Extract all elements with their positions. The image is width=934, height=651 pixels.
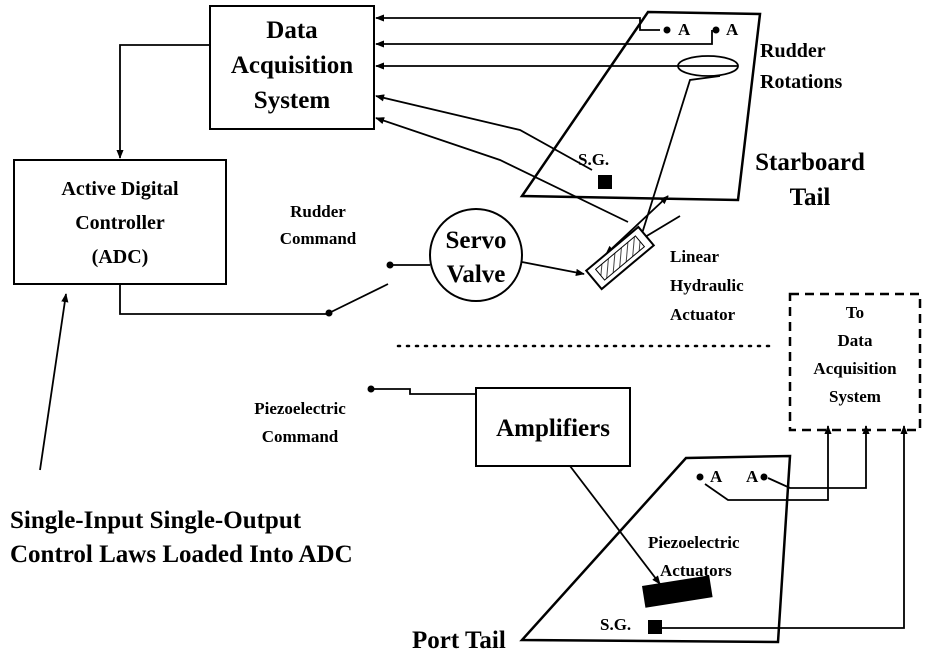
starboard-tail-label-1: Starboard (755, 149, 865, 176)
to-daq-label-1: To (846, 303, 864, 322)
linear-actuator-label-3: Actuator (670, 305, 736, 324)
linear-actuator-label-2: Hydraulic (670, 276, 744, 295)
adc-label-line2: Controller (75, 212, 165, 234)
servo-label-1: Servo (445, 227, 506, 254)
port-tail-shape (519, 454, 792, 644)
to-daq-label-3: Acquisition (813, 359, 897, 378)
daq-label-line2: Acquisition (231, 52, 353, 79)
svg-text:A: A (726, 20, 739, 39)
strain-gage-wire (375, 94, 593, 171)
piezo-command-label-1: Piezoelectric (254, 399, 346, 418)
port-tail-label: Port Tail (412, 627, 506, 651)
adc-label-line3: (ADC) (92, 246, 149, 268)
starboard-strain-gage: S.G. (578, 150, 612, 189)
amplifiers-to-piezo-arrow (569, 465, 661, 585)
piezo-actuators-label-1: Piezoelectric (648, 533, 740, 552)
linear-actuator-label-1: Linear (670, 247, 720, 266)
control-laws-label-1: Single-Input Single-Output (10, 507, 302, 534)
servo-valve-block: Servo Valve (429, 208, 523, 302)
adc-output-wire (119, 284, 328, 315)
control-laws-label-2: Control Laws Loaded Into ADC (10, 541, 353, 568)
svg-text:S.G.: S.G. (578, 150, 609, 169)
to-daq-label-2: Data (838, 331, 873, 350)
svg-text:A: A (678, 20, 691, 39)
starboard-tail-label-2: Tail (790, 184, 831, 211)
rudder-rotations-label-2: Rotations (760, 71, 842, 93)
svg-text:A: A (710, 467, 723, 486)
starboard-accel-2: A (712, 20, 739, 39)
port-accel-2: A (746, 467, 768, 486)
accel-2-wire (375, 30, 713, 48)
servo-to-actuator-arrow (521, 261, 585, 276)
rudder-command-label-1: Rudder (290, 202, 346, 221)
actuator-wire (375, 117, 629, 223)
piezo-actuators-label-2: Actuators (660, 561, 732, 580)
piezoelectric-actuator-patch (642, 575, 713, 608)
daq-to-adc-arrow (116, 44, 210, 159)
port-strain-gage: S.G. (600, 615, 662, 634)
daq-label-line3: System (254, 87, 331, 114)
control-laws-arrow (39, 293, 69, 471)
to-daq-label-4: System (829, 387, 881, 406)
svg-text:S.G.: S.G. (600, 615, 631, 634)
port-strain-gage-wire (662, 425, 908, 629)
rudder-command-switch (328, 283, 389, 314)
rudder-hinge-line (638, 75, 721, 242)
port-accel-1-wire (704, 425, 832, 501)
port-accel-1: A (696, 467, 723, 486)
to-daq-block: To Data Acquisition System (788, 292, 922, 432)
port-accel-2-wire (767, 425, 870, 489)
amplifiers-label: Amplifiers (496, 415, 610, 442)
piezo-command-wire (371, 388, 476, 395)
accel-1-wire (375, 14, 660, 31)
adc-label-line1: Active Digital (61, 178, 179, 200)
servo-label-2: Valve (447, 261, 506, 288)
piezo-command-label-2: Command (262, 427, 339, 446)
svg-text:A: A (746, 467, 759, 486)
starboard-tail-shape (519, 10, 762, 202)
rudder-rotations-label-1: Rudder (760, 40, 826, 62)
amplifiers-block: Amplifiers (475, 387, 631, 467)
daq-label-line1: Data (266, 17, 318, 44)
adc-block: Active Digital Controller (ADC) (13, 159, 227, 285)
linear-hydraulic-actuator (584, 225, 656, 291)
starboard-accel-1: A (663, 20, 691, 39)
rudder-command-label-2: Command (280, 229, 357, 248)
data-acquisition-system-block: Data Acquisition System (209, 5, 375, 130)
